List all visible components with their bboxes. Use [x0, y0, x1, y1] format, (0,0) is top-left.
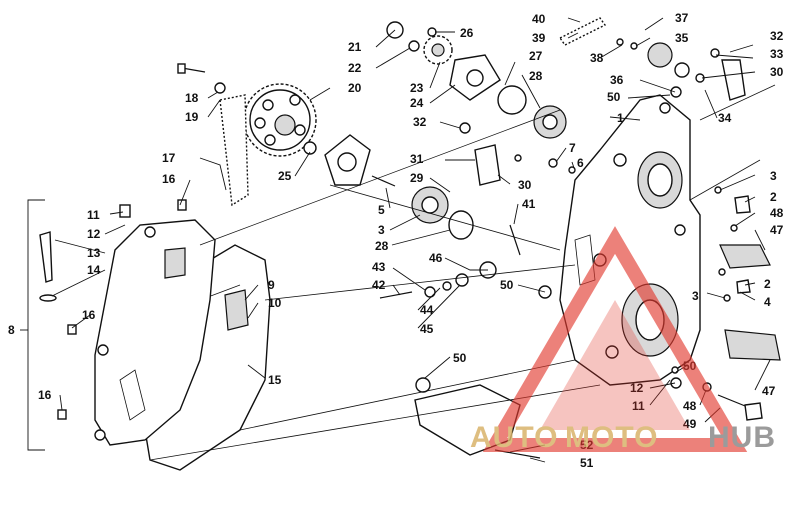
watermark-auto: AUTO: [470, 421, 558, 454]
callout-4: 4: [764, 295, 771, 309]
callout-31: 31: [410, 152, 424, 166]
callout-3c: 3: [692, 289, 699, 303]
callout-48a: 48: [770, 206, 784, 220]
watermark-moto: MOTO: [565, 421, 658, 454]
callout-48b: 48: [683, 399, 697, 413]
callout-43: 43: [372, 260, 386, 274]
callout-12a: 12: [87, 227, 101, 241]
bearing-plate-lower: [324, 134, 371, 186]
callout-13: 13: [87, 246, 101, 260]
callout-22: 22: [348, 61, 362, 75]
assembly-bracket-8: [20, 199, 45, 451]
shaft-upper: [719, 244, 771, 269]
callout-38: 38: [590, 51, 604, 65]
callout-11b: 11: [632, 399, 645, 413]
callout-24: 24: [410, 96, 424, 110]
callout-30a: 30: [770, 65, 784, 79]
bracket: [474, 144, 501, 186]
callout-28b: 28: [375, 239, 389, 253]
callout-8: 8: [8, 323, 15, 337]
callout-25: 25: [278, 169, 292, 183]
callout-32a: 32: [770, 29, 784, 43]
callout-44: 44: [420, 303, 434, 317]
callout-14: 14: [87, 263, 101, 277]
callout-21: 21: [348, 40, 362, 54]
callout-7: 7: [569, 141, 576, 155]
chaincase-inner-housing: [94, 219, 216, 446]
callout-39: 39: [532, 31, 546, 45]
bearing-upper: [533, 105, 567, 139]
drive-chain: [219, 94, 249, 207]
watermark-logo: AUTO MOTO HUB: [470, 226, 776, 454]
callout-6: 6: [577, 156, 584, 170]
callout-16c: 16: [38, 388, 52, 402]
callout-20: 20: [348, 81, 362, 95]
callout-50b: 50: [500, 278, 514, 292]
callout-30b: 30: [518, 178, 532, 192]
callout-16b: 16: [82, 308, 96, 322]
watermark-triangle: [482, 226, 748, 452]
callout-45: 45: [420, 322, 434, 336]
callout-labels: 1 2 2 3 3 3 4 5 6 7 8 9 10 11 11 12 12 1…: [8, 11, 784, 470]
callout-15: 15: [268, 373, 282, 387]
roller: [647, 42, 690, 78]
callout-17: 17: [162, 151, 176, 165]
callout-11a: 11: [87, 208, 100, 222]
callout-29: 29: [410, 171, 424, 185]
callout-51: 51: [580, 456, 594, 470]
callout-46: 46: [429, 251, 443, 265]
bearing-lower: [411, 186, 449, 224]
callout-10: 10: [268, 296, 282, 310]
callout-23: 23: [410, 81, 424, 95]
callout-40: 40: [532, 12, 546, 26]
callout-47b: 47: [762, 384, 776, 398]
callout-3a: 3: [770, 169, 777, 183]
callout-12b: 12: [630, 381, 644, 395]
o-ring-upper: [497, 85, 527, 115]
callout-42: 42: [372, 278, 386, 292]
small-sprocket: [423, 35, 453, 65]
large-sprocket: [243, 83, 317, 157]
tensioner-plate: [224, 289, 249, 331]
callout-32b: 32: [413, 115, 427, 129]
watermark-hub: HUB: [708, 421, 776, 454]
callout-19: 19: [185, 110, 199, 124]
callout-33: 33: [770, 47, 784, 61]
callout-18: 18: [185, 91, 199, 105]
callout-27: 27: [529, 49, 543, 63]
callout-16a: 16: [162, 172, 176, 186]
callout-49: 49: [683, 417, 697, 431]
callout-28a: 28: [529, 69, 543, 83]
callout-2b: 2: [764, 277, 771, 291]
tension-arm: [721, 59, 746, 101]
callout-37: 37: [675, 11, 689, 25]
callout-36: 36: [610, 73, 624, 87]
callout-41: 41: [522, 197, 536, 211]
callout-9: 9: [268, 278, 275, 292]
callout-5: 5: [378, 203, 385, 217]
o-ring-lower: [448, 210, 474, 240]
callout-35: 35: [675, 31, 689, 45]
callout-47a: 47: [770, 223, 784, 237]
callout-2a: 2: [770, 190, 777, 204]
callout-34: 34: [718, 111, 732, 125]
callout-50d: 50: [453, 351, 467, 365]
callout-50a: 50: [607, 90, 621, 104]
callout-1: 1: [617, 111, 624, 125]
shaft-lower: [724, 329, 781, 361]
chain-segment: [558, 17, 607, 46]
bearing-plate-upper: [449, 54, 501, 101]
callout-3b: 3: [378, 223, 385, 237]
callout-26: 26: [460, 26, 474, 40]
